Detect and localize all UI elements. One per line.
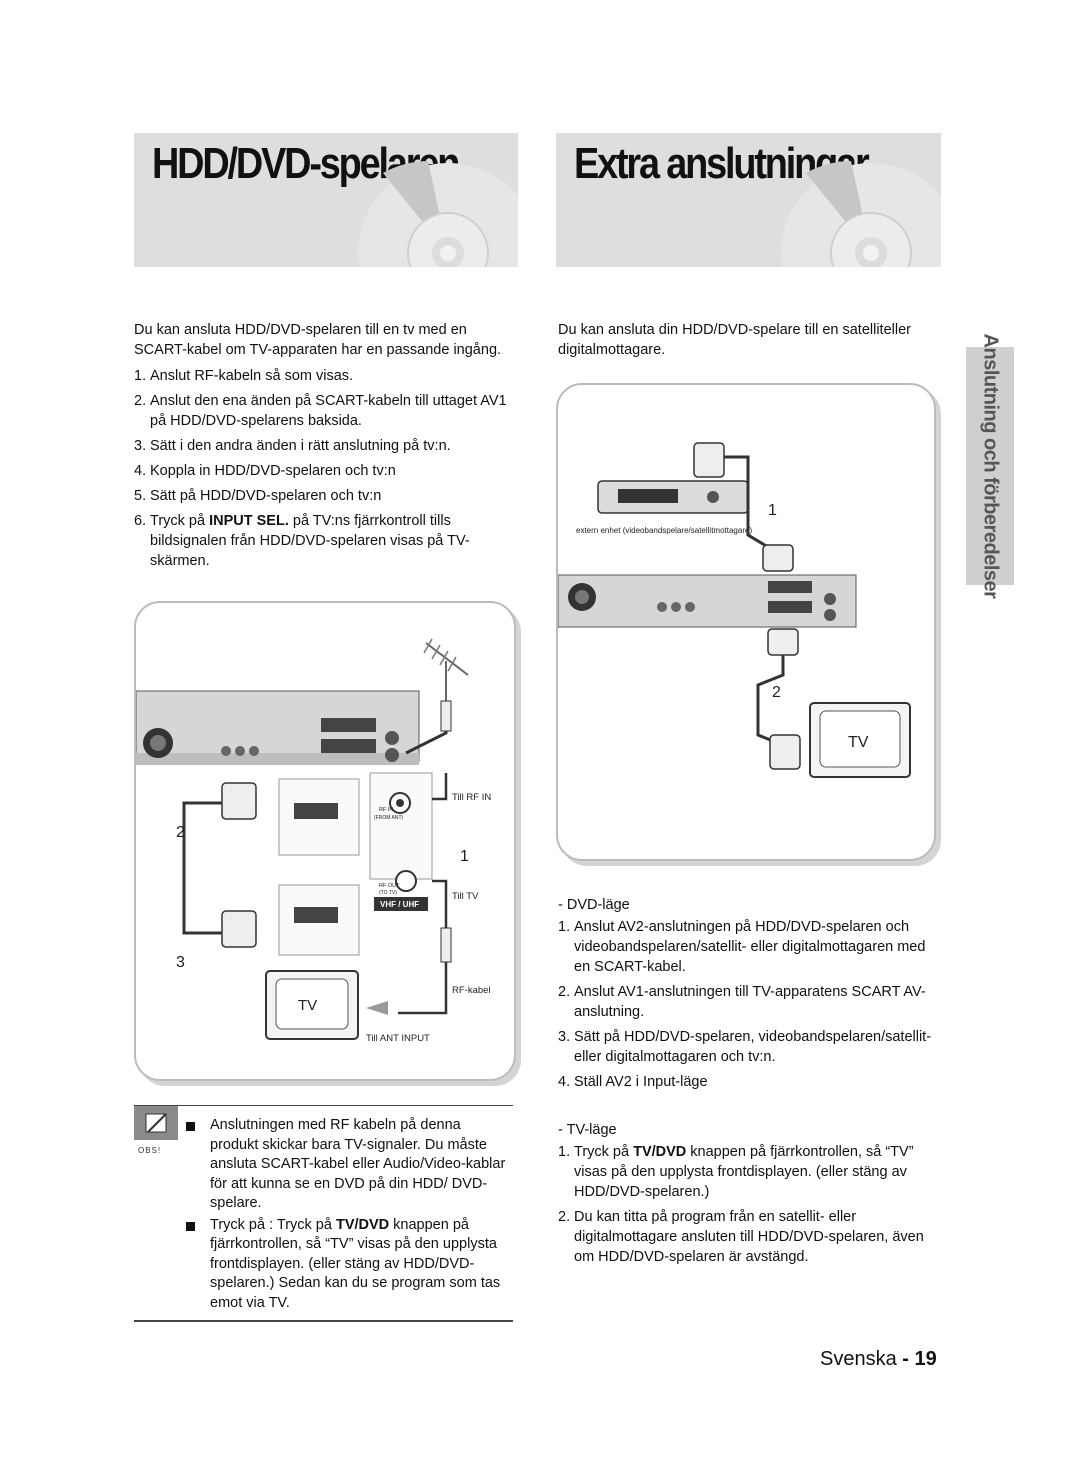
- connection-illustration: extern enhet (videobandspelare/satellitm…: [558, 442, 911, 778]
- list-item: 3.Sätt i den andra änden i rätt anslutni…: [134, 438, 451, 454]
- footer-separator: -: [902, 1348, 909, 1370]
- to-tv-label: (TO TV): [379, 890, 397, 896]
- device-caption: extern enhet (videobandspelare/satellitm…: [576, 526, 752, 535]
- list-item: 5.Sätt på HDD/DVD-spelaren och tv:n: [134, 488, 382, 504]
- section-side-tab: Anslutning och förberedelser: [966, 334, 1014, 598]
- list-item: 2.Anslut AV1-anslutningen till TV-appara…: [558, 984, 926, 1020]
- list-item: 1.Anslut AV2-anslutningen på HDD/DVD-spe…: [558, 919, 926, 975]
- till-tv-label: Till TV: [452, 891, 479, 902]
- connection-illustration: RF IN (FROM ANT) RF OUT (TO TV) VHF / UH…: [136, 638, 491, 1044]
- right-title-banner: Extra anslutningar: [556, 133, 941, 267]
- rf-kabel-label: RF-kabel: [452, 985, 491, 996]
- footer-language: Svenska: [820, 1348, 897, 1370]
- tv-mode-title: - TV-läge: [558, 1122, 617, 1138]
- left-connection-diagram: RF IN (FROM ANT) RF OUT (TO TV) VHF / UH…: [134, 601, 516, 1081]
- till-rf-in-label: Till RF IN: [452, 792, 491, 803]
- list-item: 4.Ställ AV2 i Input-läge: [558, 1074, 708, 1090]
- list-item: 4.Koppla in HDD/DVD-spelaren och tv:n: [134, 463, 396, 479]
- note-body: Anslutningen med RF kabeln på denna prod…: [186, 1116, 508, 1315]
- antenna-icon: [423, 638, 469, 703]
- right-intro: Du kan ansluta din HDD/DVD-spelare till …: [558, 322, 911, 358]
- step-2-label: 2: [772, 684, 781, 701]
- side-tab-label: Anslutning och förberedelser: [979, 333, 1002, 599]
- disc-icon: [358, 161, 518, 267]
- vhf-uhf-label: VHF / UHF: [380, 900, 419, 909]
- step-3-label: 3: [176, 954, 185, 971]
- note-bullet: Anslutningen med RF kabeln på denna prod…: [186, 1116, 508, 1214]
- disc-icon: [781, 161, 941, 267]
- note-label: OBS!: [138, 1146, 162, 1155]
- step-1-label: 1: [768, 502, 777, 519]
- note-bullet: Tryck på : Tryck på TV/DVD knappen på fj…: [186, 1216, 508, 1314]
- page-number: 19: [914, 1348, 937, 1370]
- dvd-mode-title: - DVD-läge: [558, 897, 630, 913]
- list-item: 2.Anslut den ena änden på SCART-kabeln t…: [134, 393, 507, 429]
- list-item: 3.Sätt på HDD/DVD-spelaren, videobandspe…: [558, 1029, 932, 1065]
- right-column-text: - DVD-läge 1.Anslut AV2-anslutningen på …: [558, 895, 936, 1267]
- list-item: 1.Tryck på TV/DVD knappen på fjärrkontro…: [558, 1144, 914, 1200]
- step-2-label: 2: [176, 824, 185, 841]
- left-column-text: Du kan ansluta HDD/DVD-spelaren till en …: [134, 320, 519, 571]
- from-ant-label: (FROM ANT): [374, 815, 403, 821]
- left-title-banner: HDD/DVD-spelaren: [134, 133, 518, 267]
- tv-label: TV: [848, 734, 869, 751]
- page-footer: Svenska - 19: [820, 1348, 937, 1371]
- left-intro: Du kan ansluta HDD/DVD-spelaren till en …: [134, 322, 502, 358]
- right-intro-block: Du kan ansluta din HDD/DVD-spelare till …: [558, 320, 928, 360]
- note-box: OBS! Anslutningen med RF kabeln på denna…: [134, 1105, 513, 1322]
- list-item: 2.Du kan titta på program från en satell…: [558, 1209, 924, 1265]
- list-item: 1.Anslut RF-kabeln så som visas.: [134, 368, 354, 384]
- pencil-note-icon: [134, 1106, 178, 1140]
- step-1-label: 1: [460, 848, 469, 865]
- list-item: 6.Tryck på INPUT SEL. på TV:ns fjärrkont…: [134, 513, 470, 569]
- tv-label: TV: [298, 997, 317, 1014]
- rf-in-label: RF IN: [379, 807, 393, 813]
- rf-out-label: RF OUT: [379, 883, 400, 889]
- till-ant-input-label: Till ANT INPUT: [366, 1033, 430, 1044]
- right-connection-diagram: extern enhet (videobandspelare/satellitm…: [556, 383, 936, 861]
